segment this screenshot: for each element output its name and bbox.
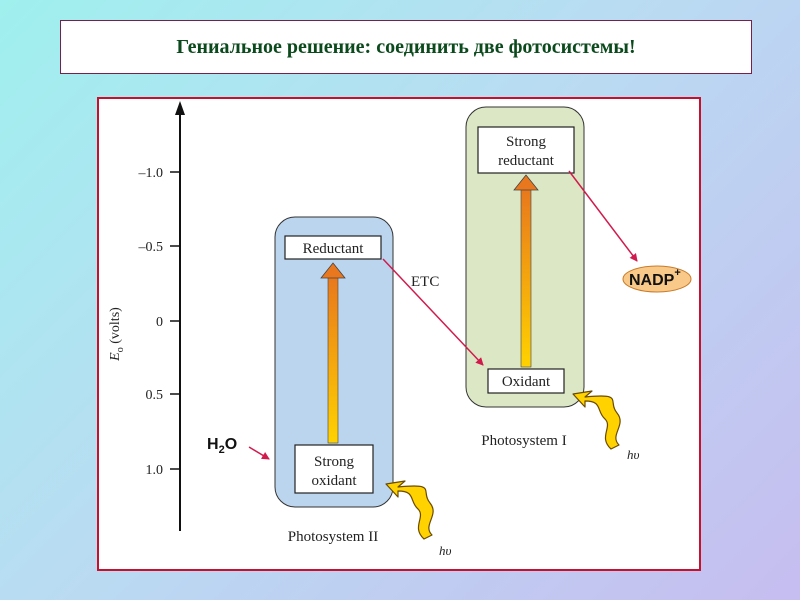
- etc-label: ETC: [411, 274, 439, 290]
- y-axis-label-sub: o: [115, 347, 126, 352]
- y-axis-label-unit: (volts): [108, 307, 123, 347]
- strong-oxidant-label-line2: oxidant: [312, 473, 358, 489]
- water-label-sub: 2: [219, 444, 225, 456]
- nadp-badge: [622, 265, 692, 293]
- tick-label: 0: [156, 315, 163, 330]
- water-label: H2O: [207, 436, 237, 456]
- y-axis-tick-labels: –1.0 –0.5 0 0.5 1.0: [138, 166, 164, 478]
- photosystem2-name: Photosystem II: [288, 529, 378, 545]
- light-wave-ps1: [572, 390, 621, 450]
- nadp-label-text: NADP: [629, 272, 675, 289]
- tick-label: 0.5: [146, 388, 164, 403]
- light-wave-ps2: [385, 480, 434, 540]
- reductant-label: Reductant: [303, 241, 365, 257]
- diagram-frame: –1.0 –0.5 0 0.5 1.0 Eo (volts) Reductant…: [97, 97, 701, 571]
- y-axis-label: Eo (volts): [108, 307, 126, 362]
- etc-arrow: [382, 258, 484, 366]
- photosystems-diagram: –1.0 –0.5 0 0.5 1.0 Eo (volts) Reductant…: [108, 101, 692, 558]
- ps1-energy-arrow-shaft: [520, 186, 532, 368]
- water-arrow: [248, 446, 270, 460]
- slide-title: Гениальное решение: соединить две фотоси…: [176, 35, 636, 58]
- nadp-label: NADP+: [629, 267, 681, 289]
- strong-reductant-box: [477, 126, 575, 174]
- light-symbol-ps2: hυ: [439, 543, 452, 558]
- oxidant-label: Oxidant: [502, 374, 551, 390]
- water-label-o: O: [225, 436, 237, 453]
- y-axis-label-E: E: [108, 352, 123, 362]
- y-axis-arrowhead: [175, 101, 185, 115]
- reductant-box: [284, 235, 382, 260]
- tick-label: –0.5: [138, 240, 164, 255]
- ps2-energy-arrowhead: [320, 262, 346, 279]
- title-box: Гениальное решение: соединить две фотоси…: [60, 20, 752, 74]
- tick-label: 1.0: [146, 463, 164, 478]
- nadp-arrow: [568, 170, 638, 262]
- water-label-h: H: [207, 436, 219, 453]
- y-axis-ticks: [170, 171, 180, 470]
- ps1-energy-arrowhead: [513, 174, 539, 191]
- light-symbol-ps1: hυ: [627, 447, 640, 462]
- ps2-energy-arrow-shaft: [327, 274, 339, 444]
- strong-reductant-label-line2: reductant: [498, 153, 555, 169]
- strong-oxidant-label-line1: Strong: [314, 454, 355, 470]
- tick-label: –1.0: [138, 166, 164, 181]
- strong-oxidant-box: [294, 444, 374, 494]
- oxidant-box: [487, 368, 565, 394]
- strong-reductant-label-line1: Strong: [506, 134, 547, 150]
- nadp-label-sup: +: [674, 267, 680, 279]
- photosystem1-name: Photosystem I: [481, 433, 566, 449]
